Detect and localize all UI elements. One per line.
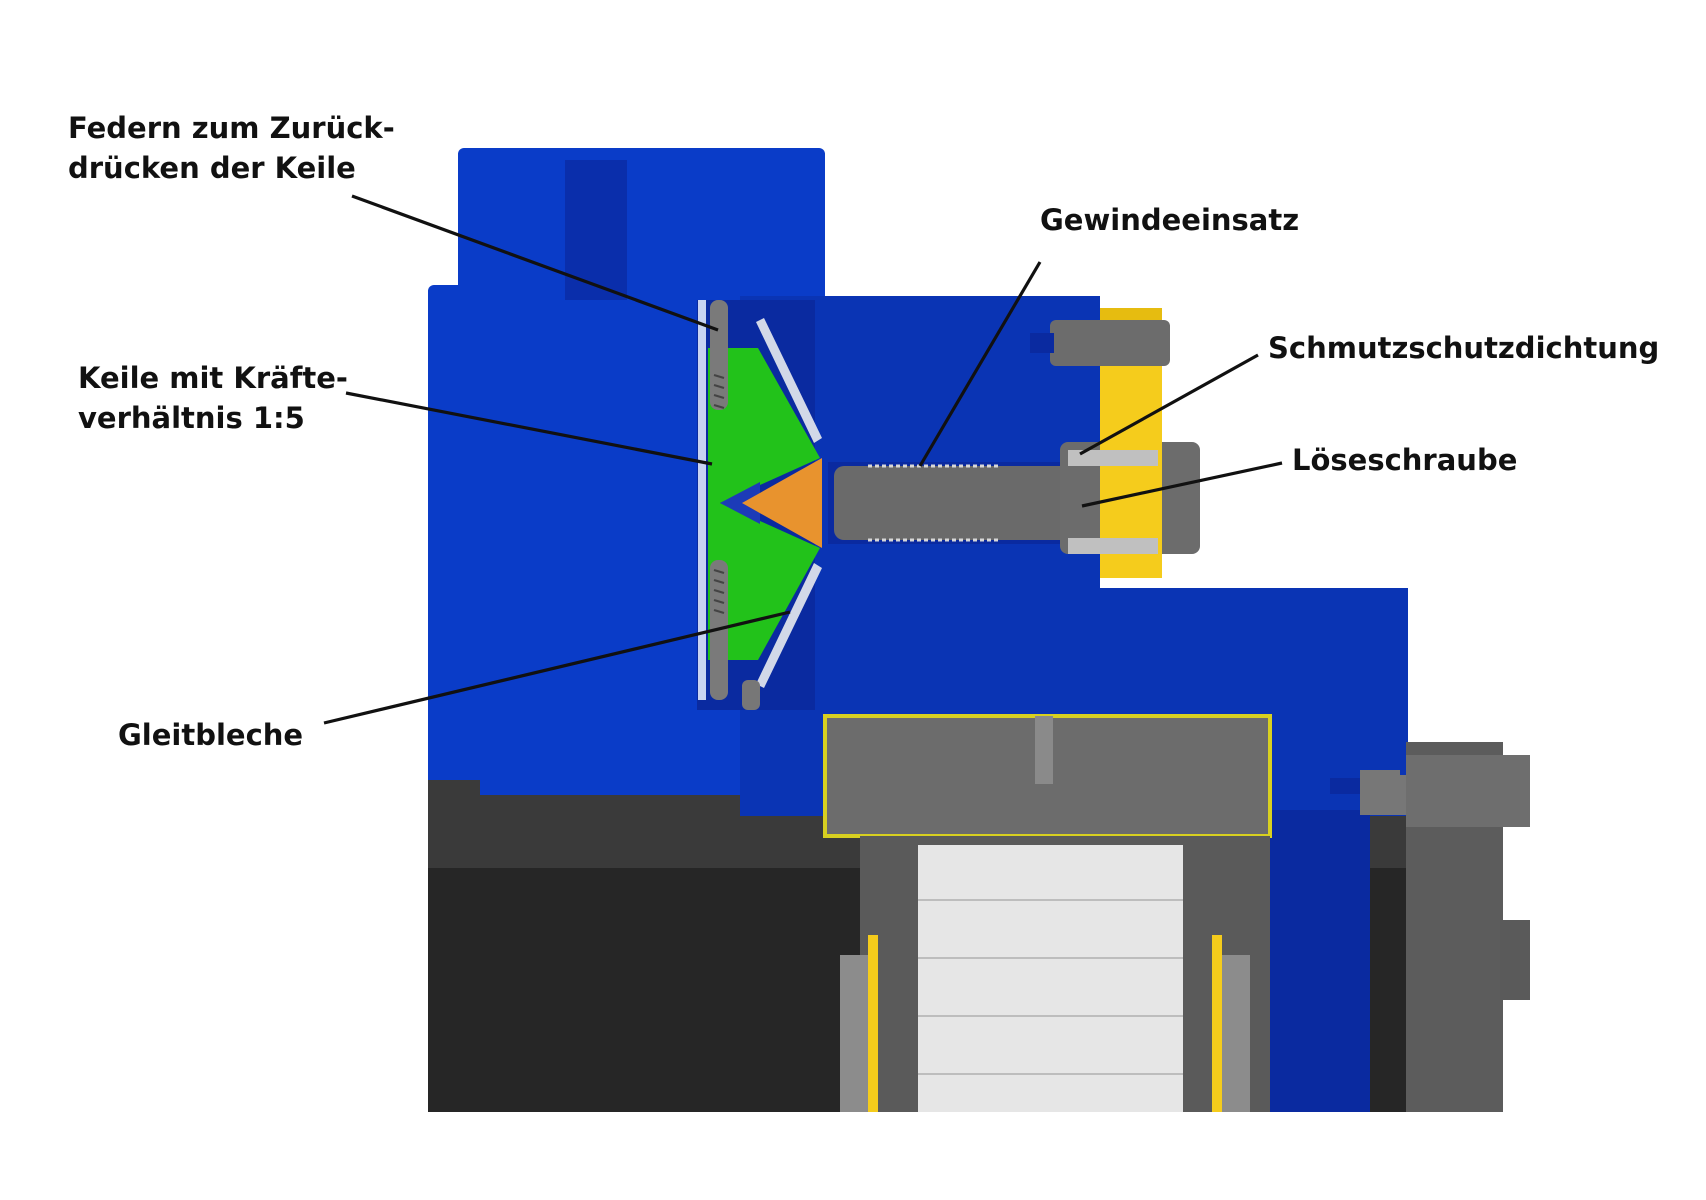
side-bracket — [1360, 742, 1530, 1112]
leader-wedges — [345, 391, 713, 466]
lower-slide-plate — [756, 563, 822, 688]
thread-insert — [868, 464, 1000, 542]
label-thread-insert: Gewindeeinsatz — [1040, 203, 1300, 237]
leader-dust-seal — [1079, 353, 1259, 456]
label-wedges-line1: Keile mit Kräfte- — [78, 361, 348, 395]
dust-seal — [1068, 450, 1158, 466]
orange-cone — [742, 458, 822, 548]
label-springs-line1: Federn zum Zurück- — [68, 111, 395, 145]
wedge-mechanism — [697, 300, 822, 710]
leader-thread-insert — [918, 261, 1042, 467]
label-dust-seal: Schmutzschutzdichtung — [1268, 331, 1660, 365]
lower-wedge — [708, 503, 820, 660]
upper-spring — [710, 300, 728, 410]
label-springs-line2: drücken der Keile — [68, 151, 356, 185]
upper-slide-plate — [756, 318, 822, 443]
release-screw-assembly — [828, 308, 1400, 800]
left-slide-plate — [698, 300, 706, 700]
piston-block — [823, 714, 1272, 1112]
label-wedges: Keile mit Kräfte- verhältnis 1:5 — [78, 358, 348, 438]
release-screw — [834, 466, 1074, 540]
leader-springs — [351, 194, 719, 332]
leader-slide-plates — [323, 610, 791, 725]
label-wedges-line2: verhältnis 1:5 — [78, 401, 305, 435]
leader-lines — [323, 194, 1283, 725]
label-springs: Federn zum Zurück- drücken der Keile — [68, 108, 395, 188]
leader-release-screw — [1081, 461, 1283, 508]
label-release-screw: Löseschraube — [1292, 443, 1518, 477]
upper-wedge — [708, 348, 820, 503]
label-slide-plates: Gleitbleche — [118, 718, 304, 752]
